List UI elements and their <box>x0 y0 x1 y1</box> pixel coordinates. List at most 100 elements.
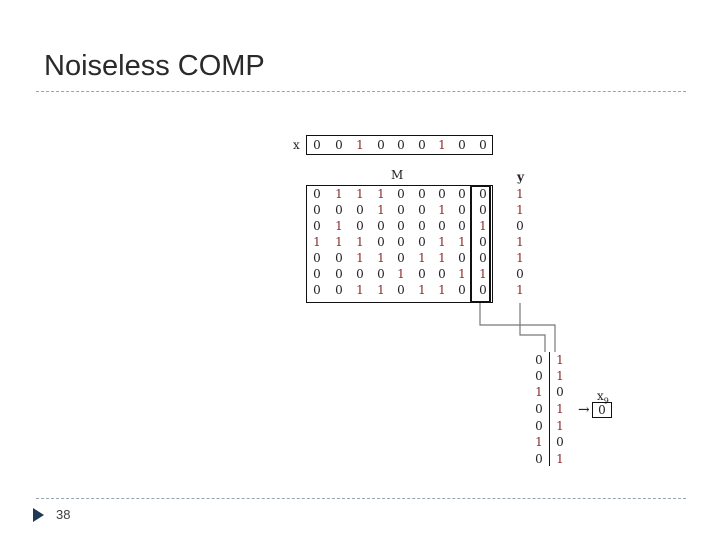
matrix-box <box>306 185 493 303</box>
matrix-label: M <box>391 168 404 182</box>
matrix-cell: 0 <box>438 187 446 201</box>
matrix-cell: 0 <box>377 219 385 233</box>
matrix-cell: 1 <box>356 251 364 265</box>
matrix-cell: 1 <box>335 235 343 249</box>
matrix-cell: 0 <box>397 187 405 201</box>
matrix-cell: 0 <box>335 267 343 281</box>
x-cell: 0 <box>418 138 426 152</box>
matrix-cell: 1 <box>377 283 385 297</box>
compare-right-cell: 0 <box>556 385 564 399</box>
matrix-cell: 0 <box>313 283 321 297</box>
y-label: y <box>517 170 524 184</box>
compare-right-cell: 1 <box>556 353 564 367</box>
matrix-cell: 1 <box>377 203 385 217</box>
matrix-cell: 0 <box>458 187 466 201</box>
matrix-cell: 0 <box>313 187 321 201</box>
matrix-cell: 0 <box>458 251 466 265</box>
matrix-cell: 0 <box>418 203 426 217</box>
matrix-cell: 0 <box>397 219 405 233</box>
compare-right-cell: 1 <box>556 369 564 383</box>
matrix-cell: 1 <box>438 203 446 217</box>
slide-title: Noiseless COMP <box>44 50 265 82</box>
matrix-cell: 0 <box>335 283 343 297</box>
matrix-cell: 1 <box>335 219 343 233</box>
matrix-cell: 0 <box>479 235 487 249</box>
compare-right-cell: 0 <box>556 435 564 449</box>
matrix-cell: 0 <box>418 267 426 281</box>
matrix-cell: 0 <box>397 203 405 217</box>
matrix-cell: 0 <box>438 219 446 233</box>
matrix-cell: 0 <box>479 283 487 297</box>
matrix-cell: 0 <box>418 235 426 249</box>
matrix-cell: 1 <box>438 235 446 249</box>
page-number: 38 <box>56 507 71 522</box>
y-cell: 1 <box>516 187 524 201</box>
x-cell: 0 <box>397 138 405 152</box>
y-connector <box>519 303 546 352</box>
y-cell: 1 <box>516 235 524 249</box>
x-cell: 0 <box>458 138 466 152</box>
matrix-cell: 0 <box>335 251 343 265</box>
matrix-cell: 0 <box>458 219 466 233</box>
matrix-cell: 1 <box>377 251 385 265</box>
matrix-cell: 0 <box>397 283 405 297</box>
matrix-cell: 1 <box>438 283 446 297</box>
compare-left-cell: 0 <box>535 402 543 416</box>
compare-right-cell: 1 <box>556 402 564 416</box>
matrix-cell: 0 <box>377 267 385 281</box>
matrix-cell: 0 <box>397 235 405 249</box>
x-cell: 1 <box>356 138 364 152</box>
result-box <box>592 402 612 418</box>
x-cell: 0 <box>377 138 385 152</box>
matrix-cell: 0 <box>313 203 321 217</box>
matrix-cell: 1 <box>418 283 426 297</box>
matrix-cell: 0 <box>313 251 321 265</box>
matrix-cell: 0 <box>418 219 426 233</box>
matrix-cell: 0 <box>377 235 385 249</box>
compare-left-cell: 0 <box>535 452 543 466</box>
y-cell: 0 <box>516 219 524 233</box>
bottom-divider <box>36 498 686 499</box>
y-cell: 1 <box>516 203 524 217</box>
matrix-cell: 0 <box>438 267 446 281</box>
top-divider <box>36 91 686 92</box>
x-cell: 0 <box>313 138 321 152</box>
y-cell: 0 <box>516 267 524 281</box>
column-connector <box>479 303 556 352</box>
matrix-cell: 0 <box>479 251 487 265</box>
arrow-icon: → <box>578 402 590 418</box>
matrix-cell: 1 <box>458 235 466 249</box>
matrix-cell: 1 <box>479 267 487 281</box>
compare-divider <box>549 352 550 466</box>
matrix-cell: 1 <box>313 235 321 249</box>
matrix-cell: 1 <box>438 251 446 265</box>
matrix-cell: 1 <box>356 283 364 297</box>
compare-left-cell: 1 <box>535 385 543 399</box>
matrix-cell: 0 <box>313 219 321 233</box>
matrix-cell: 0 <box>479 203 487 217</box>
compare-right-cell: 1 <box>556 419 564 433</box>
matrix-cell: 0 <box>335 203 343 217</box>
x-label: x <box>293 138 300 152</box>
matrix-cell: 0 <box>356 267 364 281</box>
x-cell: 1 <box>438 138 446 152</box>
compare-left-cell: 1 <box>535 435 543 449</box>
matrix-cell: 1 <box>335 187 343 201</box>
matrix-highlight-column <box>470 185 491 303</box>
matrix-cell: 0 <box>397 251 405 265</box>
matrix-cell: 1 <box>356 235 364 249</box>
result-label: x9 <box>597 389 609 408</box>
matrix-cell: 1 <box>418 251 426 265</box>
x-cell: 0 <box>479 138 487 152</box>
result-subscript: 9 <box>603 396 609 406</box>
matrix-cell: 0 <box>479 187 487 201</box>
matrix-cell: 1 <box>397 267 405 281</box>
compare-right-cell: 1 <box>556 452 564 466</box>
matrix-cell: 0 <box>458 203 466 217</box>
x-vector-box <box>306 135 493 155</box>
y-cell: 1 <box>516 283 524 297</box>
result-value: 0 <box>598 403 606 417</box>
matrix-cell: 0 <box>356 219 364 233</box>
compare-left-cell: 0 <box>535 419 543 433</box>
